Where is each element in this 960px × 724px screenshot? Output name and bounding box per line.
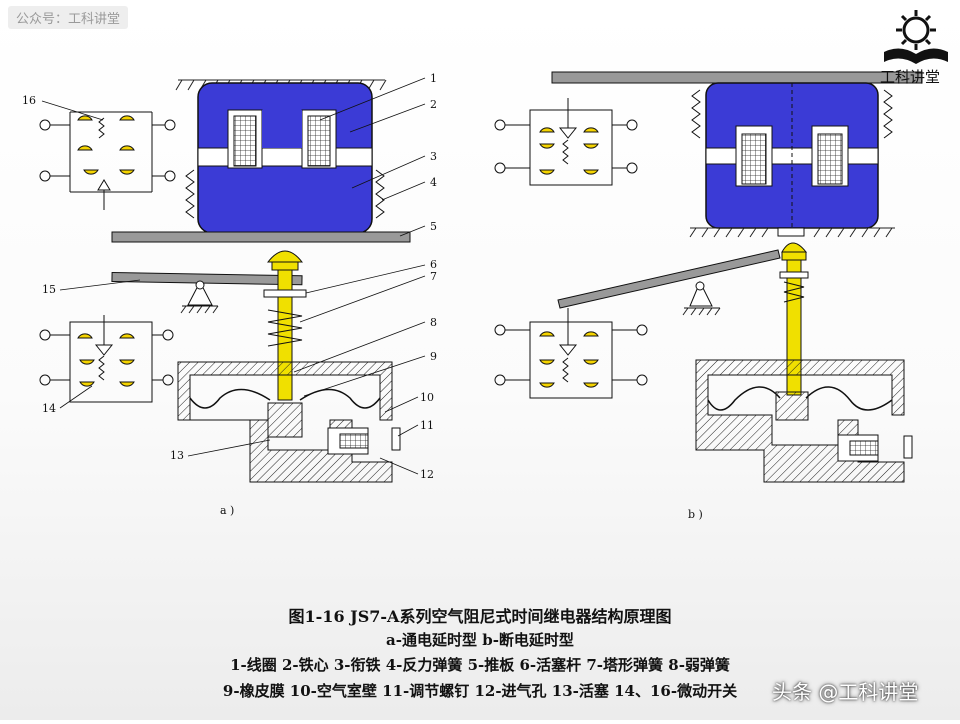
push-plate-a	[111, 231, 411, 243]
subfig-b-label: b )	[688, 508, 703, 521]
micro-switch-b-bottom	[494, 308, 648, 399]
lever-b	[557, 249, 781, 309]
micro-switch-14	[39, 315, 174, 403]
caption-title: 图1-16 JS7-A系列空气阻尼式时间继电器结构原理图	[288, 607, 672, 626]
callout-2: 2	[430, 98, 437, 111]
watermark-bottom: 头条 @工科讲堂	[772, 680, 919, 704]
callout-7: 7	[430, 270, 437, 283]
callout-13: 13	[170, 449, 184, 462]
callout-14: 14	[42, 402, 56, 415]
caption-legend-line1: 1-线圈 2-铁心 3-衔铁 4-反力弹簧 5-推板 6-活塞杆 7-塔形弹簧 …	[230, 656, 730, 674]
piston-rod-a	[263, 250, 307, 401]
push-plate-b	[551, 71, 923, 84]
air-chamber-a	[177, 361, 401, 483]
iron-core-a	[197, 82, 373, 234]
micro-switch-b-top	[494, 98, 638, 186]
subfig-a-label: a )	[220, 504, 234, 517]
micro-switch-16	[39, 111, 176, 210]
reaction-spring-b-left	[691, 89, 701, 139]
figure-a: 1 2 3 4 5 6 7 8 9 10 11 12 13 14 15 16 a…	[22, 72, 437, 517]
lever-a	[111, 271, 303, 286]
pivot-b	[682, 280, 721, 316]
callout-15: 15	[42, 283, 56, 296]
reaction-spring-a-left	[185, 169, 195, 219]
callout-16: 16	[22, 94, 36, 107]
reaction-spring-b-right	[883, 89, 893, 139]
leader-lines-a	[41, 77, 426, 475]
logo-text: 工科讲堂	[880, 68, 941, 86]
air-chamber-b	[695, 359, 913, 483]
callout-12: 12	[420, 468, 434, 481]
caption-subtitle: a-通电延时型 b-断电延时型	[386, 631, 574, 649]
callout-9: 9	[430, 350, 437, 363]
callout-10: 10	[420, 391, 434, 404]
callout-8: 8	[430, 316, 437, 329]
callout-11: 11	[420, 419, 434, 432]
iron-core-b	[705, 82, 879, 229]
reaction-spring-a-right	[375, 169, 385, 219]
watermark-top: 公众号：工科讲堂	[8, 6, 129, 29]
pivot-a	[180, 280, 219, 314]
callout-1: 1	[430, 72, 437, 85]
figure-b: b )	[494, 71, 923, 521]
callout-6: 6	[430, 258, 437, 271]
logo-gear-book-icon	[884, 10, 948, 64]
callout-3: 3	[430, 150, 437, 163]
callout-4: 4	[430, 176, 437, 189]
callout-5: 5	[430, 220, 437, 233]
caption-legend-line2: 9-橡皮膜 10-空气室壁 11-调节螺钉 12-进气孔 13-活塞 14、16…	[222, 682, 738, 700]
